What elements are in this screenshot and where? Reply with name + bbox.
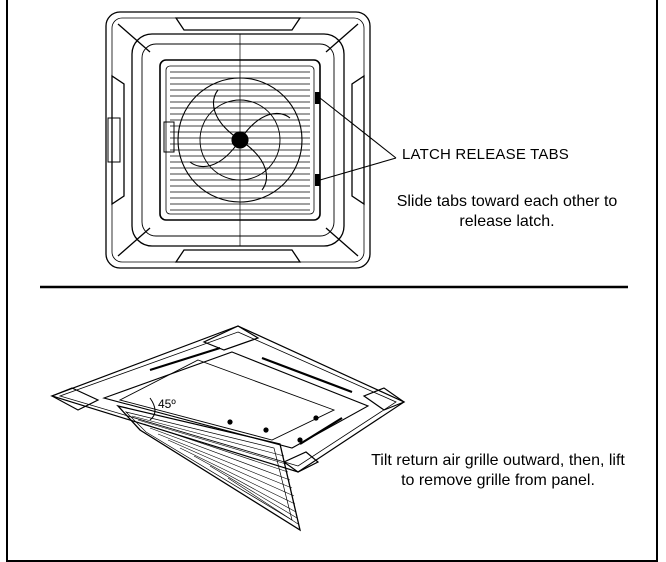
tilt-grille-instruction: Tilt return air grille outward, then, li…: [371, 452, 625, 489]
callout-leader-lines: [319, 97, 397, 181]
tilted-grille-louvers: [131, 415, 299, 525]
latch-release-tab-lower: [315, 174, 320, 186]
slide-tabs-instruction: Slide tabs toward each other to release …: [396, 193, 618, 230]
tilt-angle-label: 45º: [158, 397, 176, 411]
angle-arc: [149, 397, 156, 421]
fan-outline: [177, 34, 303, 246]
cassette-panel-isometric: [50, 325, 406, 532]
latch-release-tabs-label: LATCH RELEASE TABS: [402, 146, 569, 163]
figure-frame: [6, 0, 658, 562]
latch-release-tab-upper: [315, 92, 320, 104]
